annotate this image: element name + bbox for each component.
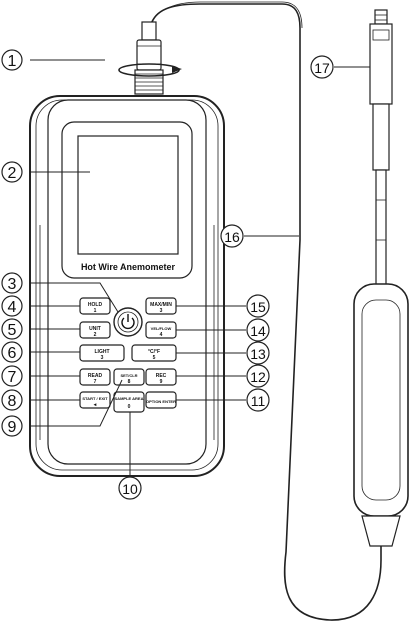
button-sub: 3 — [101, 355, 104, 361]
power-icon — [121, 314, 135, 330]
svg-text:11: 11 — [251, 393, 266, 409]
rotate-arrow-icon — [172, 66, 182, 73]
callout-11: 11 — [246, 388, 270, 412]
button-label: OPTION ENTER — [146, 399, 176, 404]
callout-16: 16 — [220, 224, 244, 248]
callout-15: 15 — [246, 294, 270, 318]
callout-1: 1 — [1, 49, 23, 71]
button-light[interactable]: LIGHT 3 — [79, 344, 125, 362]
button-sub: ◂ — [93, 402, 97, 408]
callout-6: 6 — [1, 341, 23, 363]
callout-13: 13 — [246, 341, 270, 365]
button-start-exit[interactable]: START / EXIT ◂ — [79, 391, 111, 409]
callout-8: 8 — [1, 389, 23, 411]
power-button[interactable] — [113, 307, 143, 337]
callout-9: 9 — [1, 415, 23, 437]
button-option-enter[interactable]: OPTION ENTER — [145, 391, 177, 409]
meter-body: Hot Wire Anemometer — [29, 95, 225, 477]
svg-text:12: 12 — [250, 369, 266, 385]
button-sub: 5 — [153, 355, 156, 361]
hot-wire-probe — [353, 9, 409, 547]
button-read[interactable]: READ 7 — [79, 368, 111, 386]
button-label: MAX/MIN — [150, 302, 172, 308]
callout-12: 12 — [246, 364, 270, 388]
svg-text:14: 14 — [250, 323, 266, 339]
svg-text:4: 4 — [8, 299, 17, 316]
button-sub: 1 — [94, 308, 97, 314]
button-sub: 7 — [94, 379, 97, 385]
button-set-clr[interactable]: SET/CLR 8 — [113, 368, 145, 386]
button-label: SAMPLE AREA — [115, 396, 144, 401]
cable-connector — [118, 21, 182, 95]
button-label: UNIT — [89, 326, 101, 332]
probe-cable — [151, 3, 382, 621]
callout-10: 10 — [118, 476, 142, 500]
button-label: SET/CLR — [120, 373, 137, 378]
svg-text:5: 5 — [8, 322, 17, 339]
callout-3: 3 — [1, 272, 23, 294]
callout-4: 4 — [1, 295, 23, 317]
button-label: REC — [156, 373, 167, 379]
button-label: °C/°F — [148, 349, 160, 355]
button-sub: 2 — [94, 332, 97, 338]
model-label: Hot Wire Anemometer — [81, 262, 176, 272]
button-temp[interactable]: °C/°F 5 — [131, 344, 177, 362]
svg-text:9: 9 — [8, 419, 17, 436]
button-rec[interactable]: REC 9 — [145, 368, 177, 386]
button-label: VEL/FLOW — [151, 326, 172, 331]
callout-14: 14 — [246, 318, 270, 342]
svg-text:7: 7 — [8, 369, 17, 386]
button-sub: 8 — [128, 379, 131, 385]
button-sub: 3 — [160, 308, 163, 314]
button-label: START / EXIT — [82, 396, 108, 401]
svg-text:2: 2 — [8, 165, 17, 182]
svg-text:17: 17 — [314, 60, 330, 76]
button-sample-area[interactable]: SAMPLE AREA 0 — [113, 391, 145, 413]
svg-text:10: 10 — [122, 481, 138, 497]
svg-text:8: 8 — [8, 393, 17, 410]
button-unit[interactable]: UNIT 2 — [79, 321, 111, 339]
callout-2: 2 — [1, 161, 23, 183]
button-sub: 4 — [160, 332, 163, 338]
svg-text:3: 3 — [8, 276, 17, 293]
button-max-min[interactable]: MAX/MIN 3 — [145, 297, 177, 315]
svg-text:15: 15 — [250, 299, 266, 315]
button-label: LIGHT — [95, 349, 110, 355]
svg-text:1: 1 — [8, 53, 17, 70]
callout-5: 5 — [1, 318, 23, 340]
svg-text:16: 16 — [224, 229, 240, 245]
button-vel-flow[interactable]: VEL/FLOW 4 — [145, 321, 177, 339]
button-label: HOLD — [88, 302, 103, 308]
button-label: READ — [88, 373, 103, 379]
callout-7: 7 — [1, 365, 23, 387]
button-sub: 0 — [128, 404, 131, 410]
svg-text:13: 13 — [250, 346, 266, 362]
lcd-screen — [77, 135, 179, 255]
button-hold[interactable]: HOLD 1 — [79, 297, 111, 315]
callout-17: 17 — [310, 55, 334, 79]
callout-leaders — [30, 59, 370, 476]
button-sub: 9 — [160, 379, 163, 385]
svg-text:6: 6 — [8, 345, 17, 362]
